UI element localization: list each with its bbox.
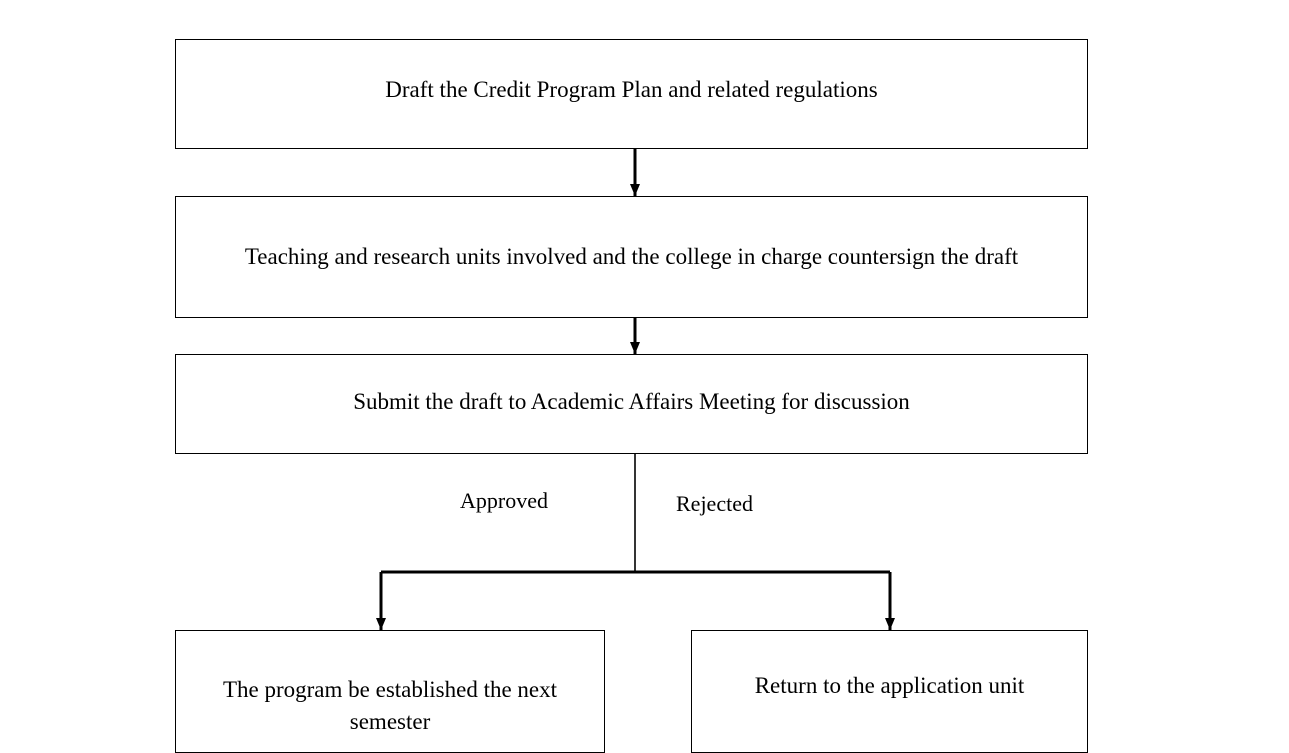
step-submit-meeting: Submit the draft to Academic Affairs Mee… xyxy=(175,354,1088,454)
outcome-return-to-unit-text: Return to the application unit xyxy=(754,672,1025,698)
branch-label-approved: Approved xyxy=(460,488,548,513)
arrowhead-approved xyxy=(376,618,386,630)
outcome-return-to-unit: Return to the application unit xyxy=(691,630,1088,753)
outcome-program-established-text: The program be established the next seme… xyxy=(222,677,558,734)
outcome-program-established: The program be established the next seme… xyxy=(175,630,605,753)
step-countersign: Teaching and research units involved and… xyxy=(175,196,1088,318)
arrowhead-step1-to-step2 xyxy=(630,184,640,196)
arrowhead-rejected xyxy=(885,618,895,630)
step-countersign-text: Teaching and research units involved and… xyxy=(244,244,1019,270)
step-draft-plan: Draft the Credit Program Plan and relate… xyxy=(175,39,1088,149)
branch-label-rejected: Rejected xyxy=(676,491,753,516)
step-submit-meeting-text: Submit the draft to Academic Affairs Mee… xyxy=(353,389,910,415)
step-draft-plan-text: Draft the Credit Program Plan and relate… xyxy=(385,77,878,103)
arrowhead-step2-to-step3 xyxy=(630,342,640,354)
